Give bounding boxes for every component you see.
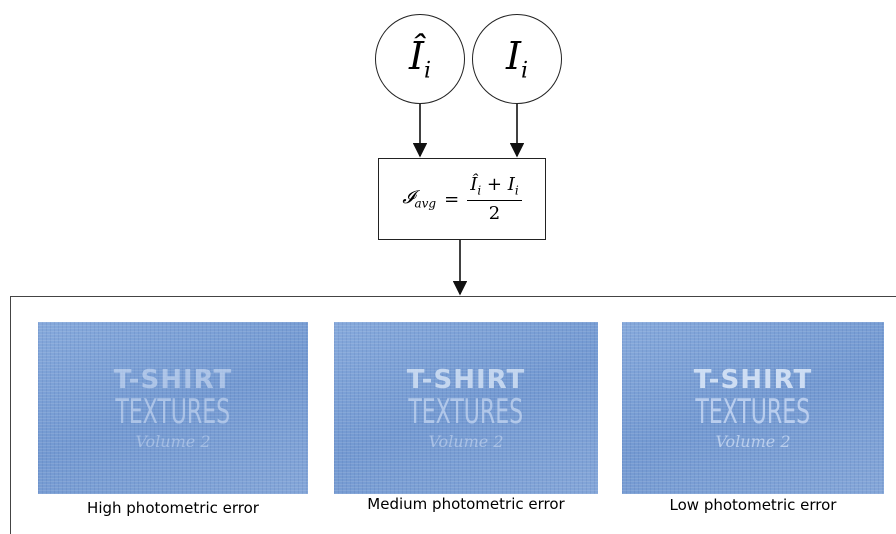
texture-image-medium-error: T-SHIRT TEXTURES Volume 2 [334, 322, 598, 494]
numerator-term-b-sub: i [514, 183, 519, 198]
formula-lhs-subscript: avg [414, 196, 437, 211]
formula-denominator: 2 [488, 202, 501, 224]
caption-high-error: High photometric error [87, 499, 259, 517]
formula-lhs-symbol: 𝓘 [402, 187, 415, 209]
ihat-subscript: i [423, 58, 432, 84]
texture-title: T-SHIRT [406, 364, 526, 395]
texture-subtitle: TEXTURES [408, 391, 524, 432]
texture-volume: Volume 2 [715, 431, 791, 451]
caption-low-error: Low photometric error [669, 496, 837, 514]
texture-image-high-error: T-SHIRT TEXTURES Volume 2 [38, 322, 308, 494]
texture-image-low-error: T-SHIRT TEXTURES Volume 2 [622, 322, 884, 494]
input-node-ihat: Îi [375, 14, 465, 104]
texture-title: T-SHIRT [113, 364, 233, 395]
ihat-symbol: Îi [409, 34, 431, 84]
average-formula-box: 𝓘avg = Îi + Ii 2 [378, 158, 546, 240]
formula-numerator: Îi + Ii [467, 174, 522, 201]
numerator-plus: + [481, 174, 508, 196]
texture-subtitle: TEXTURES [115, 391, 231, 432]
i-symbol: Ii [506, 34, 528, 84]
i-subscript: i [520, 58, 529, 84]
formula-lhs: 𝓘avg [402, 187, 436, 211]
results-panel [10, 296, 896, 534]
numerator-term-a: Î [470, 174, 478, 196]
ihat-letter: Î [408, 34, 424, 79]
caption-medium-error: Medium photometric error [367, 495, 565, 513]
average-formula: 𝓘avg = Îi + Ii 2 [402, 174, 522, 224]
i-letter: I [505, 34, 521, 79]
numerator-term-b: I [507, 174, 515, 196]
texture-volume: Volume 2 [135, 431, 211, 451]
input-node-i: Ii [472, 14, 562, 104]
numerator-term-a-sub: i [477, 183, 482, 198]
formula-fraction: Îi + Ii 2 [467, 174, 522, 224]
texture-title: T-SHIRT [693, 364, 813, 395]
texture-subtitle: TEXTURES [695, 391, 811, 432]
texture-volume: Volume 2 [428, 431, 504, 451]
formula-equals: = [444, 188, 460, 210]
